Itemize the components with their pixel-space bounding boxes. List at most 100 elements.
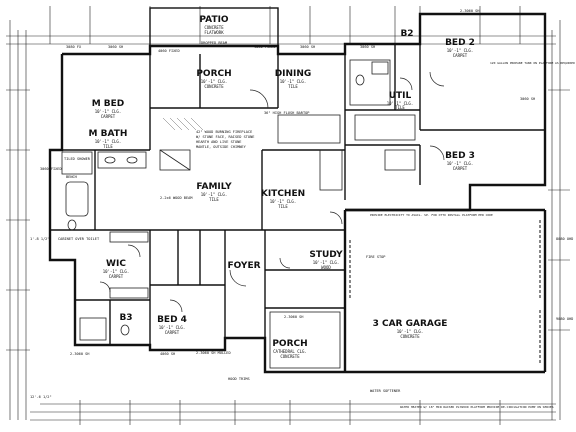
- mbed-sublabel-2: CARPET: [101, 114, 116, 119]
- window-tag: 3060 SH: [520, 97, 535, 101]
- window-tag: 3080 FX: [66, 45, 82, 49]
- room-label-foyer: FOYER: [227, 261, 260, 271]
- wic-sublabel-1: 10'-1" CLG.: [103, 269, 130, 274]
- toilet: [67, 219, 77, 231]
- note-wood-beam: 2-2x6 WOOD BEAM: [160, 196, 193, 200]
- bathtub: [65, 181, 89, 217]
- sink-1: [104, 156, 116, 164]
- room-label-mbath: M BATH: [89, 129, 128, 139]
- kitchen-sublabel-2: TILE: [278, 204, 288, 209]
- tiled-shower: [61, 151, 93, 175]
- front-porch-slab: [269, 311, 341, 369]
- mbed-sublabel-1: 10'-1" CLG.: [95, 109, 122, 114]
- window-tag: 4060 SH: [160, 352, 175, 356]
- patio-sublabel-2: FLATWORK: [204, 30, 224, 35]
- family-sublabel-1: 10'-1" CLG.: [201, 192, 228, 197]
- bed4-sublabel-1: 10'-1" CLG.: [159, 325, 186, 330]
- b3-toilet: [120, 324, 130, 336]
- mbath-sublabel-1: 10'-1" CLG.: [95, 139, 122, 144]
- b2-bathroom: [349, 59, 391, 106]
- window-tag: 3060 SH: [108, 45, 123, 49]
- porch-front-sublabel-2: CONCRETE: [280, 354, 300, 359]
- room-label-garage: 3 CAR GARAGE: [373, 319, 448, 329]
- family-sublabel-2: TILE: [209, 197, 219, 202]
- door-swings: [99, 71, 445, 313]
- room-label-mbed: M BED: [92, 99, 125, 109]
- note-fireplace-2: W/ STONE FACE, RAISED STONE: [196, 135, 254, 139]
- util-sublabel-2: TILE: [395, 105, 405, 110]
- window-tag: 4060 FIXED: [254, 45, 276, 49]
- bed4-sublabel-2: CARPET: [165, 330, 180, 335]
- room-label-kitchen: KITCHEN: [261, 189, 305, 199]
- room-labels: PATIO CONCRETE FLATWORK PORCH 10'-1" CLG…: [89, 15, 475, 359]
- note-tiled-shower: TILED SHOWER: [64, 157, 91, 161]
- porch-rear-sublabel-2: CONCRETE: [204, 84, 224, 89]
- room-label-bed2: BED 2: [445, 38, 475, 48]
- note-water-heater-2: WATER HEATER W/ 18" MIN RAISED PLYWOOD P…: [400, 405, 554, 409]
- note-fireplace-4: MANTLE, OUTSIDE CHIMNEY: [196, 145, 247, 149]
- util-sublabel-1: 10'-1" CLG.: [387, 101, 414, 106]
- annotation-notes: DROPPED BEAM 42" WOOD BURNING FIREPLACE …: [30, 41, 575, 409]
- note-fireplace-1: 42" WOOD BURNING FIREPLACE: [196, 130, 252, 134]
- note-dim-left: 1'-8 1/2": [30, 237, 49, 241]
- note-provide-elec: PROVIDE ELECTRICITY TO AVAIL. SP. FOR OT…: [370, 213, 493, 217]
- note-dim-bottom: 12'-6 1/2": [30, 395, 52, 399]
- kitchen-island: [277, 114, 341, 144]
- bed3-sublabel-1: 10'-1" CLG.: [447, 161, 474, 166]
- room-label-family: FAMILY: [196, 182, 232, 192]
- interior-walls: [50, 44, 545, 345]
- garage-sublabel-1: 10'-1" CLG.: [397, 329, 424, 334]
- window-tag: 8080 OHD: [556, 237, 573, 241]
- room-label-patio: PATIO: [199, 15, 229, 25]
- window-tag: 9080 OHD: [556, 317, 573, 321]
- vanity-counter: [97, 151, 147, 169]
- window-tag: 3060 FIXED: [40, 167, 62, 171]
- fixtures: [61, 59, 416, 369]
- patio-sublabel-1: CONCRETE: [204, 25, 224, 30]
- sink-2: [126, 156, 138, 164]
- garage-sublabel-2: CONCRETE: [400, 334, 420, 339]
- study-sublabel-2: WOOD: [321, 265, 331, 270]
- room-label-b3: B3: [119, 313, 132, 323]
- kitchen-counter: [319, 149, 343, 191]
- study-sublabel-1: 10'-1" CLG.: [313, 260, 340, 265]
- room-label-b2: B2: [400, 29, 413, 39]
- room-label-porch-front: PORCH: [272, 339, 307, 349]
- dining-sublabel-2: TILE: [288, 84, 298, 89]
- room-label-dining: DINING: [275, 69, 312, 79]
- b2-toilet: [355, 74, 365, 86]
- window-tags: 3080 FX 3060 SH 4060 FIXED 4060 FIXED 30…: [40, 9, 573, 356]
- window-tag: 4060 FIXED: [158, 49, 180, 53]
- note-bartop: 36" HIGH FLUSH BARTOP: [264, 111, 309, 115]
- kitchen-sublabel-1: 10'-1" CLG.: [270, 199, 297, 204]
- note-hood-trims: HOOD TRIMS: [228, 377, 250, 381]
- window-tag: 3060 SH: [300, 45, 315, 49]
- wic-sublabel-2: CARPET: [109, 274, 124, 279]
- room-label-porch-rear: PORCH: [196, 69, 231, 79]
- bed2-sublabel-1: 10'-1" CLG.: [447, 48, 474, 53]
- stone-hatch: [162, 117, 204, 131]
- bed2-sublabel-2: CARPET: [453, 53, 468, 58]
- room-label-wic: WIC: [106, 259, 126, 269]
- room-label-study: STUDY: [309, 250, 343, 260]
- porch-front-sublabel-1: CATHEDRAL CLG.: [273, 349, 307, 354]
- dining-sublabel-1: 10'-1" CLG.: [280, 79, 307, 84]
- wic-shelf-2: [109, 287, 149, 299]
- window-tag: 2-3060 SH: [460, 9, 479, 13]
- note-water-heater: 120 GALLON PROPANE TANK ON PLATFORM AS R…: [490, 61, 575, 65]
- window-tag: 2-3060 SH: [70, 352, 89, 356]
- note-fire-stop: FIRE STOP: [366, 255, 385, 259]
- room-label-util: UTIL: [389, 91, 412, 101]
- note-water-softener: WATER SOFTENER: [370, 389, 401, 393]
- b2-tub: [371, 61, 389, 75]
- note-dropped-beam: DROPPED BEAM: [201, 41, 228, 45]
- note-fireplace-3: HEARTH AND LIVE STONE: [196, 140, 241, 144]
- note-bench: BENCH: [66, 175, 77, 179]
- fireplace-box: [159, 149, 191, 171]
- room-label-bed4: BED 4: [157, 315, 187, 325]
- note-wood-beam-2: 2-3060 SH MULLED: [196, 351, 231, 355]
- util-counter: [354, 114, 416, 141]
- garage-doors: [349, 220, 541, 365]
- wic-shelf-1: [109, 231, 149, 243]
- note-front-door: 2-3060 SH: [284, 315, 303, 319]
